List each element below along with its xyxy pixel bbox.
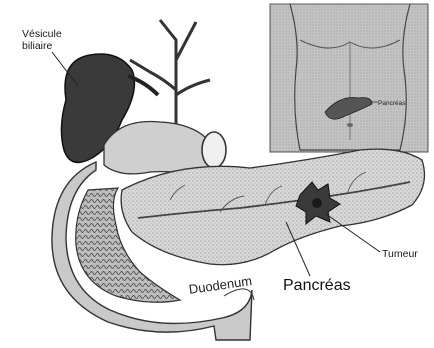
cut-vessel [202, 132, 226, 168]
inset-torso-panel [270, 4, 428, 152]
pancreas-label: Pancréas [283, 278, 351, 294]
gallbladder-label-line2: biliaire [22, 40, 62, 52]
inset-navel [347, 123, 353, 127]
gallbladder-label-line1: Vésicule [22, 28, 62, 40]
gallbladder-label: Vésicule biliaire [22, 28, 62, 52]
inset-pancreas-label: Pancréas [378, 101, 405, 108]
tumor-label: Tumeur [382, 249, 418, 260]
